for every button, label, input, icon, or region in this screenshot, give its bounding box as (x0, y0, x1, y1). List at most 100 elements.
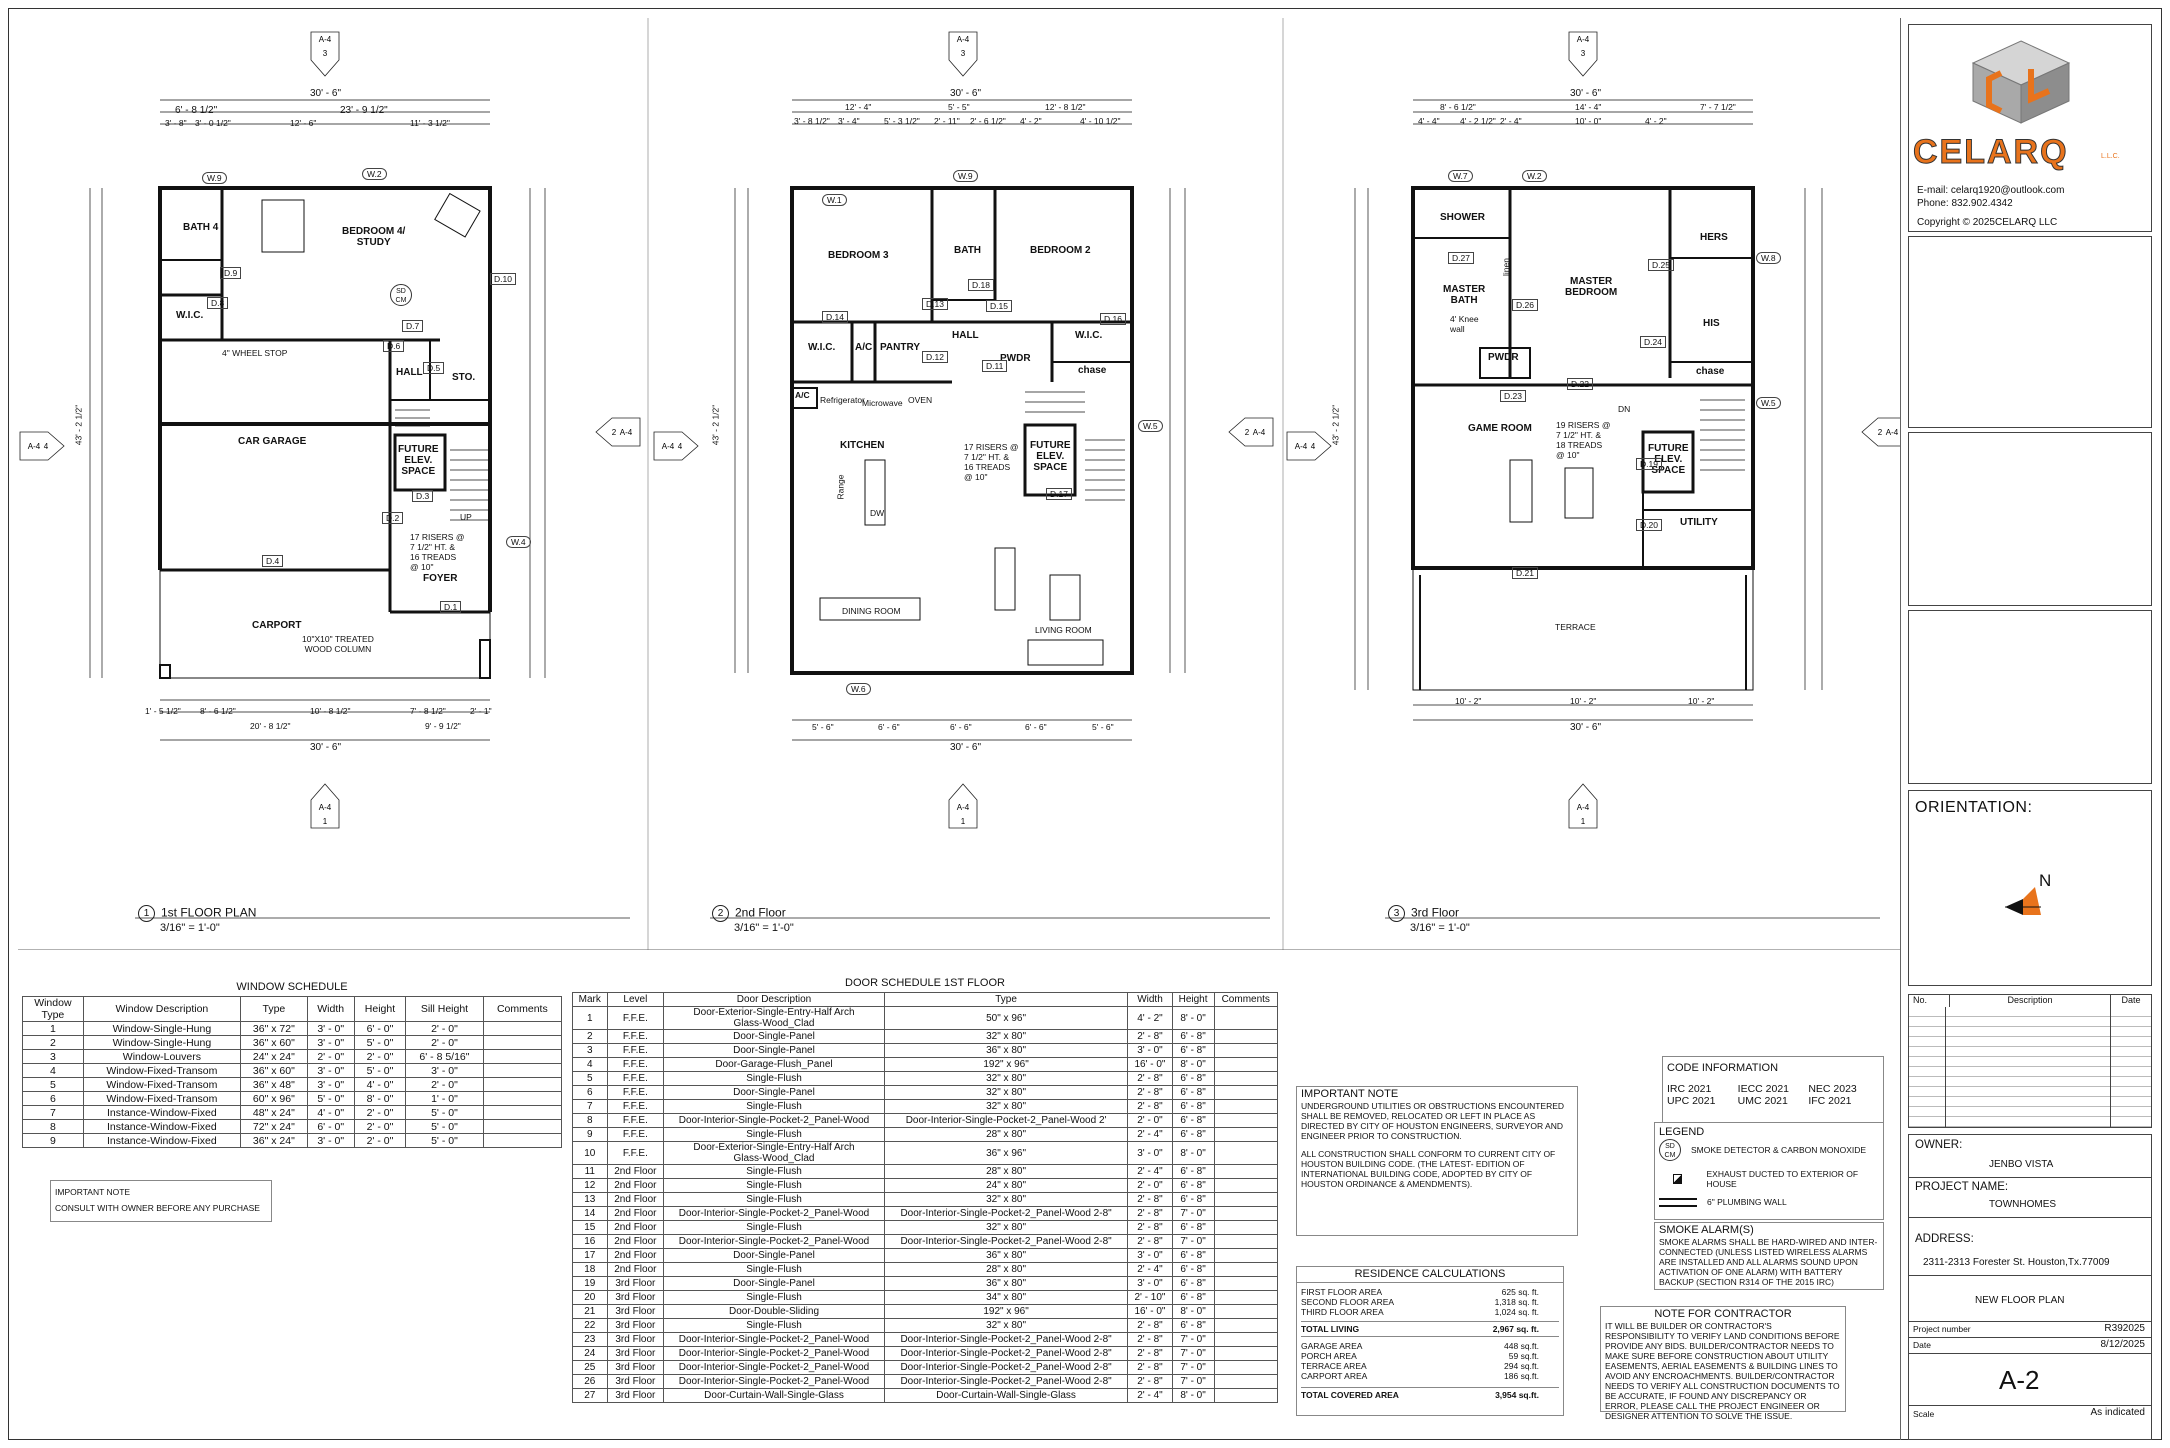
door-schedule-cell: 6' - 8" (1171, 1178, 1215, 1193)
project-number-label: Project number (1913, 1324, 1971, 1334)
room-label: LIVING ROOM (1035, 625, 1092, 635)
plan-2-dim: 5' - 5" (948, 102, 970, 112)
appliance-label: Microwave (862, 398, 903, 408)
smoke-alarms-title: SMOKE ALARM(S) (1659, 1224, 1754, 1236)
section-marker-bottom: A-41 (948, 783, 978, 829)
calc-value: 186 sq.ft. (1504, 1371, 1539, 1381)
door-schedule-cell: Door-Interior-Single-Pocket-2_Panel-Wood (663, 1113, 885, 1128)
calc-label: FIRST FLOOR AREA (1301, 1287, 1383, 1297)
door-schedule-cell: 2' - 0" (1127, 1178, 1173, 1193)
section-number: 1 (1581, 817, 1586, 826)
plan-2-dim: 4' - 2" (1020, 116, 1042, 126)
door-schedule-cell: 2' - 4" (1127, 1164, 1173, 1179)
door-schedule-cell: 6' - 8" (1171, 1290, 1215, 1305)
important-note-p1: UNDERGROUND UTILITIES OR OBSTRUCTIONS EN… (1301, 1101, 1565, 1141)
plan-3-overall-bottom-dim: 30' - 6" (1570, 722, 1602, 733)
window-schedule-cell: 2' - 0" (405, 1077, 484, 1092)
window-schedule-cell: Window-Louvers (82, 1049, 242, 1064)
door-schedule-cell: 6' - 8" (1171, 1071, 1215, 1086)
room-label: W.I.C. (1075, 330, 1103, 341)
window-tag: W.2 (362, 168, 387, 180)
door-schedule-cell: F.F.E. (606, 1029, 665, 1044)
door-schedule-cell: F.F.E. (606, 1085, 665, 1100)
logo-panel: CELARQ L.L.C. E-mail: celarq1920@outlook… (1908, 24, 2152, 232)
door-tag: D.2 (382, 512, 404, 524)
door-schedule-cell (1213, 1006, 1279, 1030)
plan-2-overall-side-dim: 43' - 2 1/2" (710, 404, 721, 446)
room-label: FOYER (423, 573, 458, 584)
plan-2-dim: 12' - 4" (845, 102, 872, 112)
plan-2-dim: 2' - 11" (934, 116, 960, 126)
plan-2-dim: 3' - 8 1/2" (794, 116, 830, 126)
window-schedule-cell (482, 1021, 563, 1036)
door-schedule-cell: 20 (572, 1290, 608, 1305)
plan-1-dim: 8' - 6 1/2" (200, 706, 236, 716)
door-schedule-cell: 3' - 0" (1127, 1141, 1173, 1165)
door-schedule-cell: Door-Single-Panel (663, 1248, 885, 1263)
logo-text: CELARQ (1913, 133, 2069, 172)
window-schedule-cell: 2' - 0" (306, 1049, 355, 1064)
door-schedule-cell: 3rd Floor (606, 1304, 665, 1319)
room-label: HALL (396, 367, 423, 378)
door-schedule-column-header: Comments (1213, 992, 1279, 1007)
door-schedule-cell: 2' - 4" (1127, 1388, 1173, 1403)
window-tag: W.8 (1756, 252, 1781, 264)
section-sheet-ref: A-4 (1295, 442, 1308, 451)
orientation-panel: ORIENTATION: N (1908, 790, 2152, 986)
plan-1-drawing (89, 99, 546, 741)
door-schedule-cell: 4 (572, 1057, 608, 1072)
door-schedule-cell: 3rd Floor (606, 1388, 665, 1403)
calc-rows: FIRST FLOOR AREA 625 sq. ft.SECOND FLOOR … (1301, 1287, 1559, 1317)
door-schedule-cell: 2' - 8" (1127, 1234, 1173, 1249)
door-schedule-cell (1213, 1332, 1279, 1347)
door-schedule-cell: 3rd Floor (606, 1346, 665, 1361)
calc-value: 59 sq.ft. (1508, 1351, 1539, 1361)
room-label: FUTURE ELEV. SPACE (1648, 443, 1689, 476)
door-schedule-cell: Door-Interior-Single-Pocket-2_Panel-Wood… (883, 1206, 1129, 1221)
door-schedule-cell: 36" x 80" (883, 1248, 1129, 1263)
door-schedule-cell (1213, 1234, 1279, 1249)
door-schedule-cell: 3rd Floor (606, 1318, 665, 1333)
appliance-label: DW (870, 508, 885, 518)
plan-note: linen (1500, 258, 1511, 276)
window-schedule-cell: 3' - 0" (306, 1063, 355, 1078)
section-marker-top: A-43 (310, 31, 340, 77)
door-schedule-cell: F.F.E. (606, 1127, 665, 1142)
door-tag: D.13 (922, 298, 948, 310)
door-schedule-cell (1213, 1388, 1279, 1403)
phone: Phone: 832.902.4342 (1917, 198, 2013, 209)
door-tag: D.22 (1567, 378, 1593, 390)
room-label: CAR GARAGE (238, 436, 307, 447)
door-schedule-cell: 28" x 80" (883, 1127, 1129, 1142)
plan-title-text: 3rd Floor (1411, 905, 1460, 920)
calc-value: 625 sq. ft. (1501, 1287, 1539, 1297)
door-tag: D.11 (982, 360, 1008, 372)
room-label: SHOWER (1440, 212, 1485, 223)
window-schedule-cell (482, 1105, 563, 1120)
door-schedule-cell: 7' - 0" (1171, 1234, 1215, 1249)
room-label: BEDROOM 4/ STUDY (342, 226, 406, 248)
rev-header-date: Date (2121, 995, 2141, 1005)
section-sheet-ref: A-4 (620, 428, 633, 437)
door-schedule-cell (1213, 1304, 1279, 1319)
code-item: IFC 2021 (1808, 1095, 1852, 1107)
window-schedule-cell: 5' - 0" (353, 1063, 407, 1078)
window-schedule-cell: Instance-Window-Fixed (82, 1105, 242, 1120)
revisions-panel: No. Description Date (1908, 994, 2152, 1128)
door-schedule-cell: 3rd Floor (606, 1360, 665, 1375)
door-schedule-column-header: Width (1127, 992, 1173, 1007)
door-schedule-cell: Door-Garage-Flush_Panel (663, 1057, 885, 1072)
room-label: W.I.C. (808, 342, 836, 353)
section-sheet-ref: A-4 (957, 35, 970, 44)
plan-1-dim: 1' - 5 1/2" (145, 706, 181, 716)
